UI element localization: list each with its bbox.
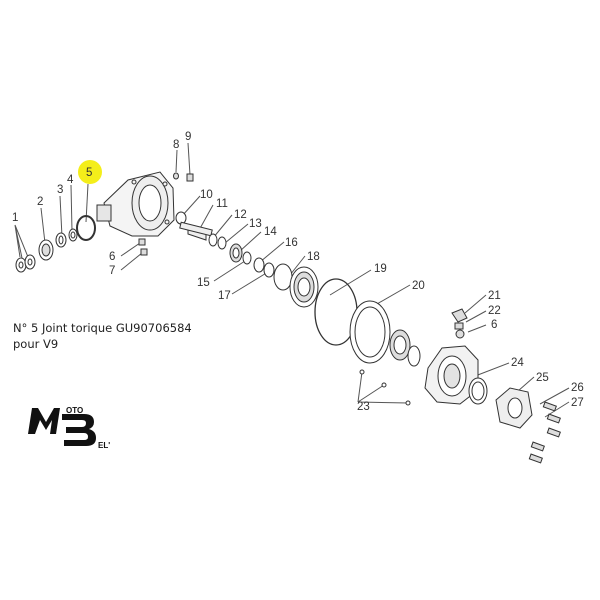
part-18-bearing — [289, 266, 319, 308]
leader-6b — [467, 324, 487, 333]
callout-21: 21 — [488, 290, 501, 302]
leader-22 — [465, 310, 487, 323]
leader-1 — [14, 224, 29, 259]
callout-10: 10 — [200, 189, 213, 201]
callout-8: 8 — [173, 139, 179, 151]
callout-6b: 6 — [491, 319, 497, 331]
logo-text-top: OTO — [66, 406, 83, 415]
moto-bel-logo: OTO EL' — [28, 406, 110, 450]
leader-6 — [120, 242, 141, 257]
part-6-7-bolts — [138, 238, 148, 256]
leader-21 — [464, 294, 487, 314]
callout-16: 16 — [285, 237, 298, 249]
callout-11: 11 — [216, 198, 228, 210]
callout-12: 12 — [234, 209, 247, 221]
leader-23 — [357, 371, 409, 404]
leader-14 — [239, 231, 262, 252]
callout-7: 7 — [109, 265, 115, 277]
part-note-line-1: N° 5 Joint torique GU90706584 — [13, 321, 192, 335]
callout-17: 17 — [218, 290, 231, 302]
part-21-22-fittings — [451, 308, 468, 339]
callout-27: 27 — [571, 397, 584, 409]
callout-24: 24 — [511, 357, 524, 369]
callout-14: 14 — [264, 226, 277, 238]
highlight-circle — [78, 160, 102, 184]
logo-text-bottom: EL' — [98, 441, 110, 450]
leader-26 — [539, 387, 570, 405]
callout-4: 4 — [67, 174, 74, 186]
callout-19: 19 — [374, 263, 387, 275]
part-5-o-ring — [76, 215, 96, 241]
callout-6: 6 — [109, 251, 115, 263]
callout-22: 22 — [488, 305, 501, 317]
leader-17 — [231, 271, 269, 295]
leader-12 — [212, 214, 233, 239]
part-3-spacer — [55, 232, 67, 248]
leader-16 — [259, 241, 285, 263]
part-4-ring — [68, 228, 78, 242]
housing — [96, 171, 175, 237]
leader-19 — [329, 269, 372, 296]
part-20-gasket — [349, 300, 391, 364]
leader-4 — [70, 184, 73, 232]
part-25-hub — [468, 377, 533, 429]
callout-13: 13 — [249, 218, 262, 230]
part-note: N° 5 Joint torique GU90706584 pour V9 — [13, 320, 192, 352]
leader-18 — [289, 255, 306, 276]
leader-8 — [175, 149, 178, 173]
callout-5: 5 — [86, 167, 92, 179]
leader-9 — [187, 142, 191, 176]
leader-7 — [120, 252, 143, 271]
part-26-27-bolts — [528, 401, 561, 464]
callout-3: 3 — [57, 184, 63, 196]
part-2-bearing — [38, 239, 54, 261]
leader-3 — [59, 195, 63, 238]
part-1-washers — [15, 254, 36, 273]
callout-26: 26 — [571, 382, 584, 394]
callout-23: 23 — [357, 401, 370, 413]
callout-25: 25 — [536, 372, 549, 384]
shaft-assembly — [175, 211, 293, 291]
callout-2: 2 — [37, 196, 43, 208]
part-8-9-plug — [173, 172, 194, 182]
part-bearing-seal — [389, 329, 421, 367]
callout-1: 1 — [12, 212, 18, 224]
leader-13 — [224, 223, 249, 244]
leader-15 — [213, 260, 246, 282]
callout-18: 18 — [307, 251, 320, 263]
logo-b-shape — [62, 414, 96, 446]
leader-2 — [40, 207, 46, 244]
callout-labels: 1 2 3 4 5 6 7 8 9 10 11 12 13 14 15 16 1… — [12, 131, 584, 413]
part-23-pins — [359, 369, 411, 406]
part-note-line-2: pour V9 — [13, 337, 59, 351]
part-24-flange — [424, 345, 479, 405]
callout-20: 20 — [412, 280, 425, 292]
callout-9: 9 — [185, 131, 191, 143]
callout-15: 15 — [197, 277, 210, 289]
leader-10 — [181, 195, 201, 217]
logo-m-shape — [28, 408, 60, 434]
